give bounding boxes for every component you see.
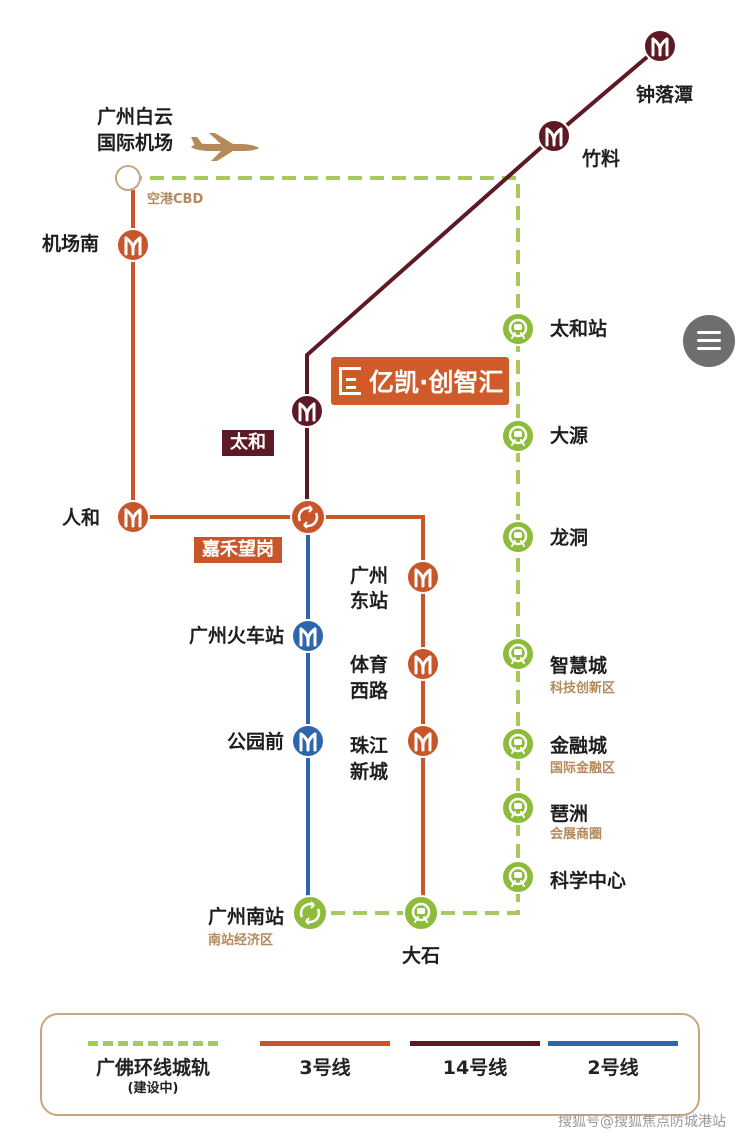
legend-swatch-ring xyxy=(88,1041,218,1046)
line3-main xyxy=(330,515,425,913)
station-zhongluotan[interactable] xyxy=(643,29,677,63)
label-guangzhoudongzhan-1: 广州 xyxy=(350,565,389,587)
plane-icon xyxy=(191,133,259,161)
station-taihezhan[interactable] xyxy=(501,312,535,346)
label-zhuliao: 竹料 xyxy=(582,148,621,170)
label-tiyuxilu-1: 体育 xyxy=(350,654,389,676)
label-tiyuxilu-2: 西路 xyxy=(350,680,389,702)
station-jichangnan[interactable] xyxy=(116,228,150,262)
airport-sub-label: 空港CBD xyxy=(147,192,204,207)
brand-logo-icon xyxy=(339,367,361,395)
label-zhongluotan: 钟落潭 xyxy=(636,84,694,106)
line3-airport-branch xyxy=(131,190,330,519)
legend-swatch-line3 xyxy=(260,1041,390,1046)
menu-button[interactable] xyxy=(683,315,735,367)
station-jiahewanggang[interactable] xyxy=(290,499,326,535)
station-pazhou[interactable] xyxy=(501,791,535,825)
sub-zhihuicheng: 科技创新区 xyxy=(550,681,616,696)
station-tiyuxilu[interactable] xyxy=(406,647,440,681)
legend: 广佛环线城轨 (建设中) 3号线 14号线 2号线 xyxy=(40,1013,700,1116)
legend-swatch-line14 xyxy=(410,1041,540,1046)
sub-pazhou: 会展商圈 xyxy=(550,827,603,842)
legend-sub-ring: (建设中) xyxy=(127,1081,179,1096)
label-jinrongcheng: 金融城 xyxy=(550,735,608,757)
label-zhujiangxincheng-2: 新城 xyxy=(350,761,389,783)
label-zhihuicheng: 智慧城 xyxy=(550,655,608,677)
label-zhujiangxincheng-1: 珠江 xyxy=(350,735,389,757)
label-kexuezhongxin: 科学中心 xyxy=(550,870,627,892)
label-pazhou: 琶洲 xyxy=(550,803,589,825)
brand-text: 亿凯·创智汇 xyxy=(369,368,504,397)
legend-swatch-line2 xyxy=(548,1041,678,1046)
station-dayuan[interactable] xyxy=(501,419,535,453)
legend-label-line14: 14号线 xyxy=(442,1057,508,1079)
station-guangzhouhuochezhan[interactable] xyxy=(291,619,325,653)
watermark: 搜狐号@搜狐焦点防城港站 xyxy=(558,1114,726,1130)
station-kexuezhongxin[interactable] xyxy=(501,860,535,894)
sub-guangzhounanzhan: 南站经济区 xyxy=(208,933,274,948)
label-renhe: 人和 xyxy=(62,507,101,529)
airport-label-line1: 广州白云 xyxy=(96,106,173,128)
label-guangzhounanzhan: 广州南站 xyxy=(207,906,284,928)
station-jinrongcheng[interactable] xyxy=(501,727,535,761)
label-taihe: 太和 xyxy=(222,430,274,456)
sub-jinrongcheng: 国际金融区 xyxy=(550,761,616,776)
label-longdong: 龙洞 xyxy=(550,527,589,549)
label-dayuan: 大源 xyxy=(550,425,589,447)
legend-label-line3: 3号线 xyxy=(299,1057,351,1079)
station-gongyuanqian[interactable] xyxy=(291,724,325,758)
legend-label-line2: 2号线 xyxy=(587,1057,639,1079)
station-zhihuicheng[interactable] xyxy=(501,637,535,671)
station-guangzhounanzhan[interactable] xyxy=(292,895,328,931)
label-guangzhouhuochezhan: 广州火车站 xyxy=(188,625,284,647)
ring-line xyxy=(128,176,520,915)
station-zhujiangxincheng[interactable] xyxy=(406,724,440,758)
label-jiahewanggang: 嘉禾望岗 xyxy=(194,537,282,563)
legend-label-ring: 广佛环线城轨 xyxy=(95,1057,210,1079)
label-taihezhan: 太和站 xyxy=(550,318,608,340)
line14 xyxy=(305,44,662,517)
station-guangzhoudongzhan[interactable] xyxy=(406,560,440,594)
airport-station xyxy=(115,165,141,191)
station-zhuliao[interactable] xyxy=(537,119,571,153)
station-dashi[interactable] xyxy=(403,895,439,931)
label-guangzhoudongzhan-2: 东站 xyxy=(350,590,389,612)
station-renhe[interactable] xyxy=(116,500,150,534)
station-taihe[interactable] xyxy=(290,394,324,428)
project-brand-banner: 亿凯·创智汇 xyxy=(331,357,509,405)
airport-label-line2: 国际机场 xyxy=(96,132,173,154)
label-dashi: 大石 xyxy=(402,945,441,967)
label-jichangnan: 机场南 xyxy=(42,233,100,255)
station-longdong[interactable] xyxy=(501,520,535,554)
label-gongyuanqian: 公园前 xyxy=(226,731,284,753)
